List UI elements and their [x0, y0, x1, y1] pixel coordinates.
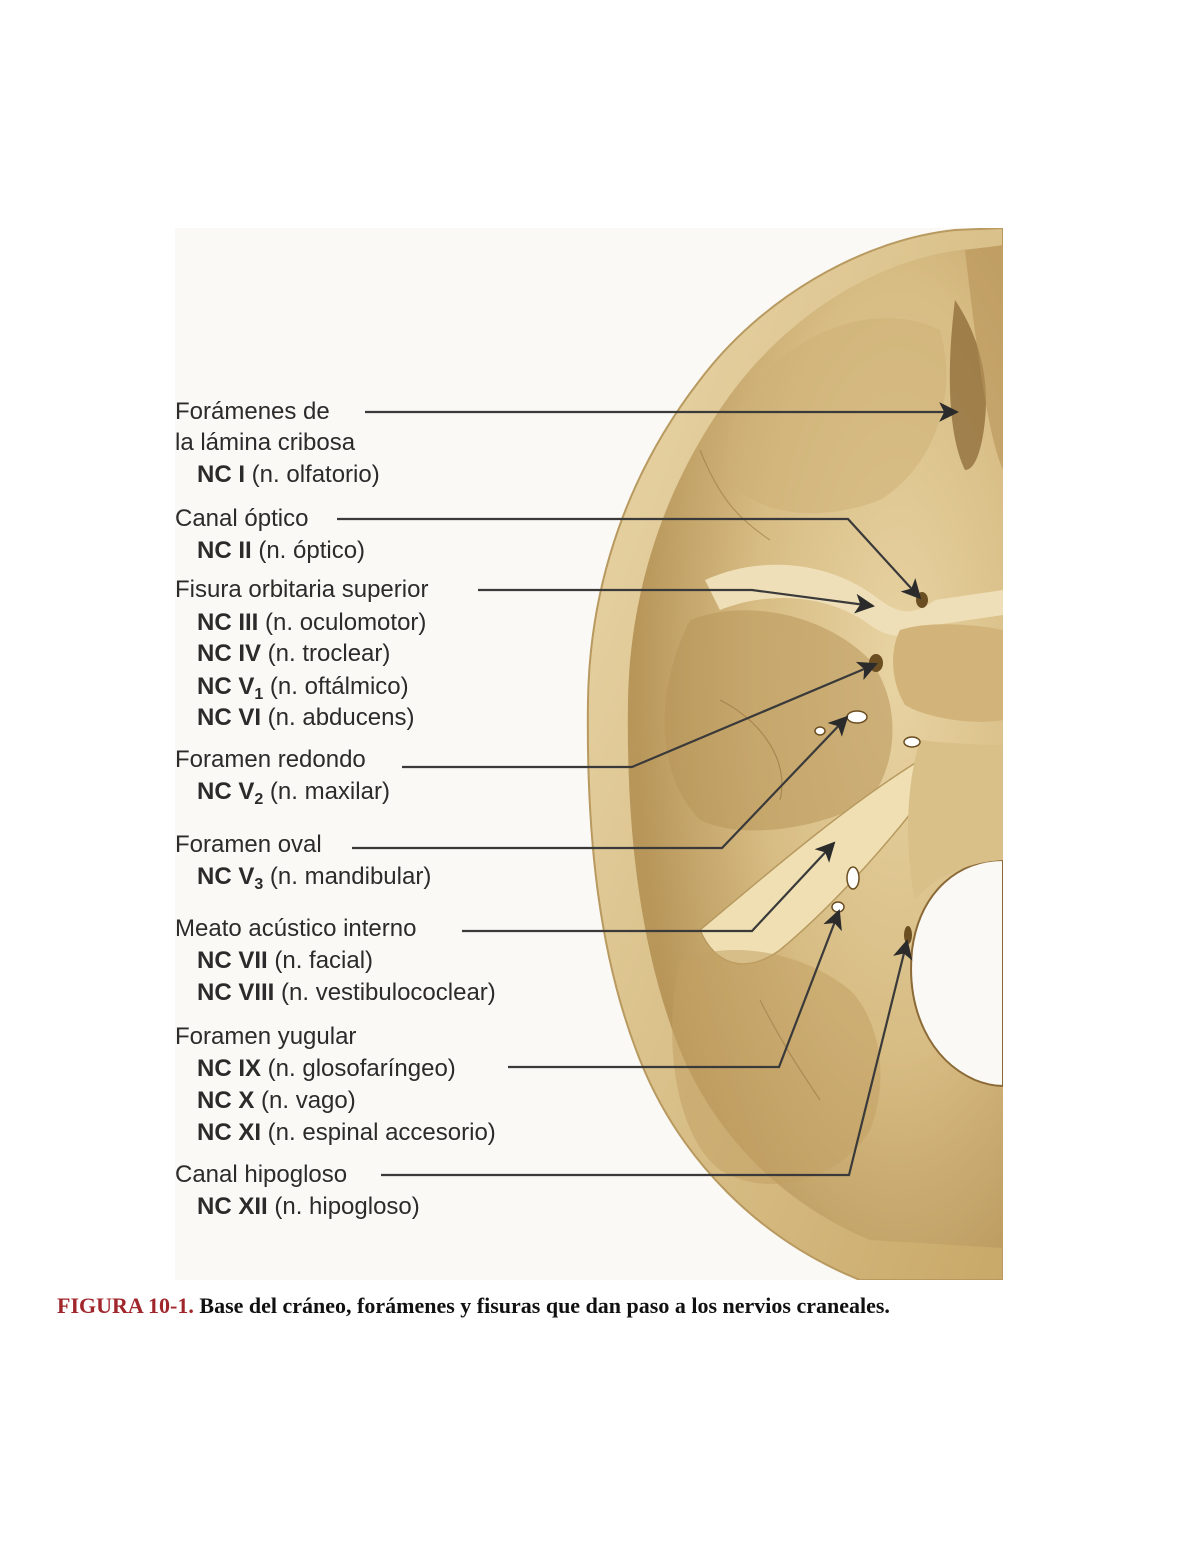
label-group-redondo: Foramen redondo NC V2 (n. maxilar): [175, 746, 390, 808]
label-redondo-nc: NC V2 (n. maxilar): [197, 778, 390, 808]
label-cribosa-line1: Forámenes de: [175, 398, 330, 425]
foramen-ovale-hole: [846, 710, 868, 724]
leader-lines: [337, 402, 959, 1177]
label-group-cribosa: Forámenes de la lámina cribosa NC I (n. …: [175, 398, 380, 488]
foramen-magnum: [910, 858, 1003, 1088]
label-group-fisura: Fisura orbitaria superior NC III (n. ocu…: [175, 576, 428, 731]
label-meato-title: Meato acústico interno: [175, 915, 416, 942]
label-optico-title: Canal óptico: [175, 505, 308, 532]
label-group-yugular: Foramen yugular NC IX (n. glosofaríngeo)…: [175, 1023, 496, 1146]
label-cribosa-nc: NC I (n. olfatorio): [197, 461, 380, 488]
label-yugular-nc3: NC XI (n. espinal accesorio): [197, 1119, 496, 1146]
figure-number: FIGURA 10-1.: [57, 1293, 194, 1318]
clivus: [908, 740, 1003, 900]
foramen-spinosum-hole: [814, 726, 826, 736]
label-meato-nc1: NC VII (n. facial): [197, 947, 373, 974]
label-oval-nc: NC V3 (n. mandibular): [197, 863, 431, 893]
rotundum-hole: [869, 654, 883, 672]
leader-redondo: [402, 661, 878, 769]
leader-hipogloso: [381, 939, 913, 1177]
label-fisura-nc3: NC V1 (n. oftálmico): [197, 673, 409, 703]
label-cribosa-line2: la lámina cribosa: [175, 429, 356, 456]
label-group-optico: Canal óptico NC II (n. óptico): [175, 505, 365, 564]
label-fisura-nc4: NC VI (n. abducens): [197, 704, 414, 731]
sella-turcica: [893, 624, 1003, 722]
label-group-meato: Meato acústico interno NC VII (n. facial…: [175, 915, 496, 1006]
middle-fossa: [664, 610, 893, 831]
label-oval-title: Foramen oval: [175, 831, 322, 858]
label-fisura-nc1: NC III (n. oculomotor): [197, 609, 426, 636]
leader-optico: [337, 517, 922, 600]
leader-fisura: [478, 588, 875, 614]
skull-illustration: [175, 228, 1003, 1280]
label-yugular-title: Foramen yugular: [175, 1023, 356, 1050]
label-optico-nc: NC II (n. óptico): [197, 537, 365, 564]
label-group-oval: Foramen oval NC V3 (n. mandibular): [175, 831, 431, 893]
leader-meato: [462, 841, 836, 933]
label-redondo-title: Foramen redondo: [175, 746, 366, 773]
internal-acoustic-hole: [846, 866, 860, 890]
label-group-hipogloso: Canal hipogloso NC XII (n. hipogloso): [175, 1161, 420, 1220]
label-hipogloso-title: Canal hipogloso: [175, 1161, 347, 1188]
foramen-lacerum-hole: [903, 736, 921, 748]
label-meato-nc2: NC VIII (n. vestibulococlear): [197, 979, 496, 1006]
cribriform-plate: [949, 300, 986, 470]
anterior-fossa-shading: [726, 318, 947, 514]
figure-caption-text: Base del cráneo, forámenes y fisuras que…: [193, 1293, 890, 1318]
label-fisura-nc2: NC IV (n. troclear): [197, 640, 390, 667]
jugular-hole: [831, 901, 845, 913]
leader-oval: [352, 715, 849, 850]
figure-caption: FIGURA 10-1. Base del cráneo, forámenes …: [57, 1293, 1157, 1319]
leader-yugular: [508, 909, 842, 1069]
lesser-wing-ridge: [705, 564, 1003, 637]
label-fisura-title: Fisura orbitaria superior: [175, 576, 428, 603]
label-yugular-nc1: NC IX (n. glosofaríngeo): [197, 1055, 456, 1082]
label-hipogloso-nc: NC XII (n. hipogloso): [197, 1193, 420, 1220]
label-yugular-nc2: NC X (n. vago): [197, 1087, 356, 1114]
